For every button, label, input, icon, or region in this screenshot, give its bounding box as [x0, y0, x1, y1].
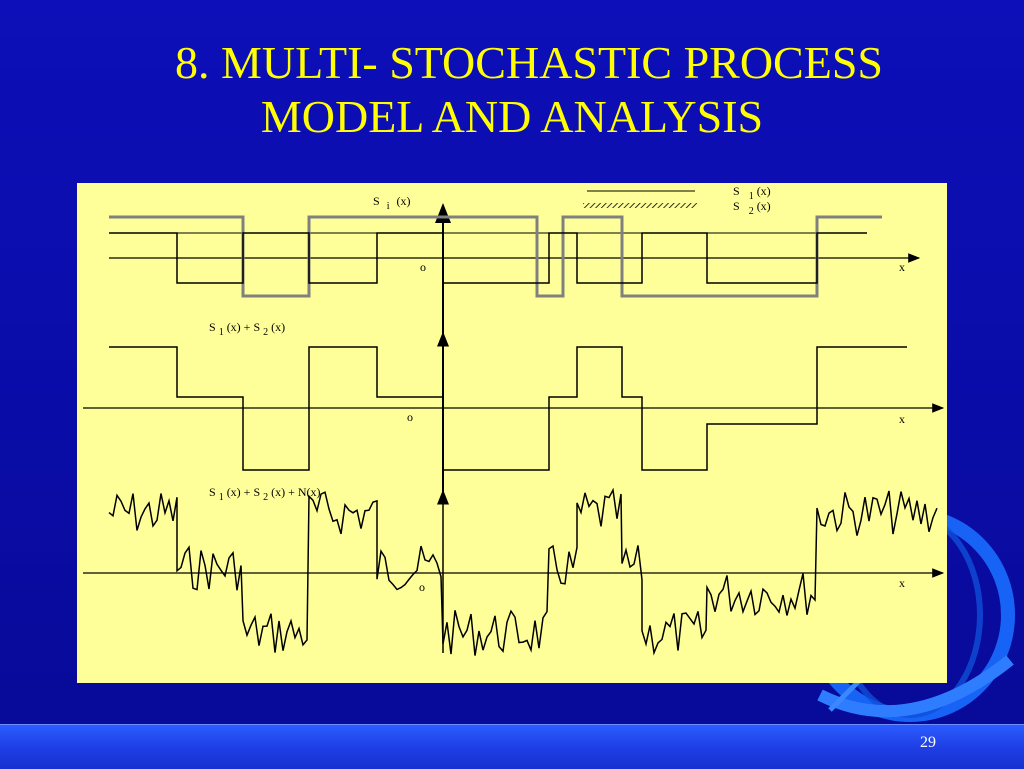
plot1-y-label: S i (x): [373, 194, 410, 212]
plot1-s2-signal: [109, 215, 882, 298]
plot1-x-label: x: [899, 260, 905, 274]
diagram-panel: S i (x) o x S 1 (x) S 2 (x): [77, 183, 947, 683]
plot-2: S 1 (x) + S 2 (x) o x: [83, 320, 945, 473]
signal-diagram: S i (x) o x S 1 (x) S 2 (x): [83, 184, 945, 656]
legend-s2-swatch: [583, 203, 697, 208]
plot3-x-label: x: [899, 576, 905, 590]
plot1-origin-label: o: [420, 260, 426, 274]
slide-number: 29: [920, 734, 936, 751]
plot3-label: S 1 (x) + S 2 (x) + N(x): [209, 485, 321, 503]
plot1-legend: S 1 (x) S 2 (x): [583, 184, 771, 217]
plot3-origin-label: o: [419, 580, 425, 594]
legend-s1-label: S 1 (x): [733, 184, 771, 202]
legend-s2-label: S 2 (x): [733, 199, 771, 217]
plot2-label: S 1 (x) + S 2 (x): [209, 320, 285, 338]
plot3-noisy-signal: [108, 487, 938, 656]
plot2-origin-label: o: [407, 410, 413, 424]
plot1-s1-signal: [109, 232, 867, 284]
title-line-1: 8. MULTI- STOCHASTIC PROCESS: [174, 37, 884, 88]
footer-bar: [0, 724, 1024, 769]
plot2-sum-signal: [109, 346, 907, 471]
plot2-x-label: x: [899, 412, 905, 426]
plot-3: S 1 (x) + S 2 (x) + N(x) o x: [83, 485, 945, 656]
title-line-2: MODEL AND ANALYSIS: [260, 91, 764, 142]
plot-1: S i (x) o x S 1 (x) S 2 (x): [109, 184, 921, 503]
slide-title: 8. MULTI- STOCHASTIC PROCESS MODEL AND A…: [0, 36, 1024, 144]
